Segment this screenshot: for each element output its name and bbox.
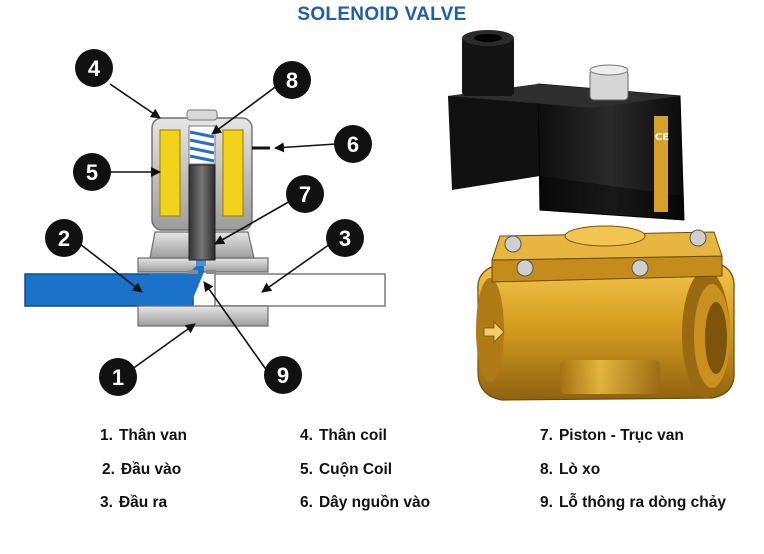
- spring: [189, 130, 215, 163]
- callout-6: 6: [334, 125, 372, 163]
- callout-2: 2: [45, 219, 83, 257]
- outlet-pipe: [214, 273, 386, 307]
- valve-cross-section: [24, 109, 386, 327]
- legend-item-1: 1.Thân van: [100, 427, 187, 444]
- coil-left: [159, 129, 181, 217]
- svg-text:5: 5: [86, 160, 98, 185]
- svg-text:7: 7: [299, 182, 311, 207]
- piston: [188, 164, 216, 261]
- legend-item-8: 8.Lò xo: [540, 461, 601, 478]
- svg-text:8: 8: [286, 68, 298, 93]
- legend-item-6: 6.Dây nguồn vào: [300, 494, 431, 511]
- svg-text:3: 3: [339, 226, 351, 251]
- diagram-title: SOLENOID VALVE: [297, 4, 467, 25]
- legend-item-7: 7.Piston - Trục van: [540, 427, 684, 444]
- callout-7: 7: [286, 175, 324, 213]
- callout-9: 9: [264, 356, 302, 394]
- coil-right: [222, 129, 244, 217]
- legend-item-3: 3.Đầu ra: [100, 494, 168, 511]
- svg-text:4: 4: [88, 56, 101, 81]
- leader-lines: [79, 83, 337, 376]
- svg-text:1: 1: [112, 365, 124, 390]
- legend-item-5: 5.Cuộn Coil: [300, 461, 393, 478]
- svg-text:9: 9: [277, 363, 289, 388]
- svg-text:6: 6: [347, 132, 359, 157]
- callout-4: 4: [75, 49, 113, 87]
- callout-1: 1: [99, 358, 137, 396]
- valve-photo: CE: [448, 30, 735, 401]
- legend-item-9: 9.Lỗ thông ra dòng chảy: [540, 494, 726, 511]
- ce-mark: CE: [655, 132, 669, 143]
- svg-text:2: 2: [58, 226, 70, 251]
- legend-item-4: 4.Thân coil: [300, 427, 387, 444]
- legend-item-2: 2.Đầu vào: [102, 461, 182, 478]
- callout-8: 8: [273, 61, 311, 99]
- callout-3: 3: [326, 219, 364, 257]
- callout-5: 5: [73, 153, 111, 191]
